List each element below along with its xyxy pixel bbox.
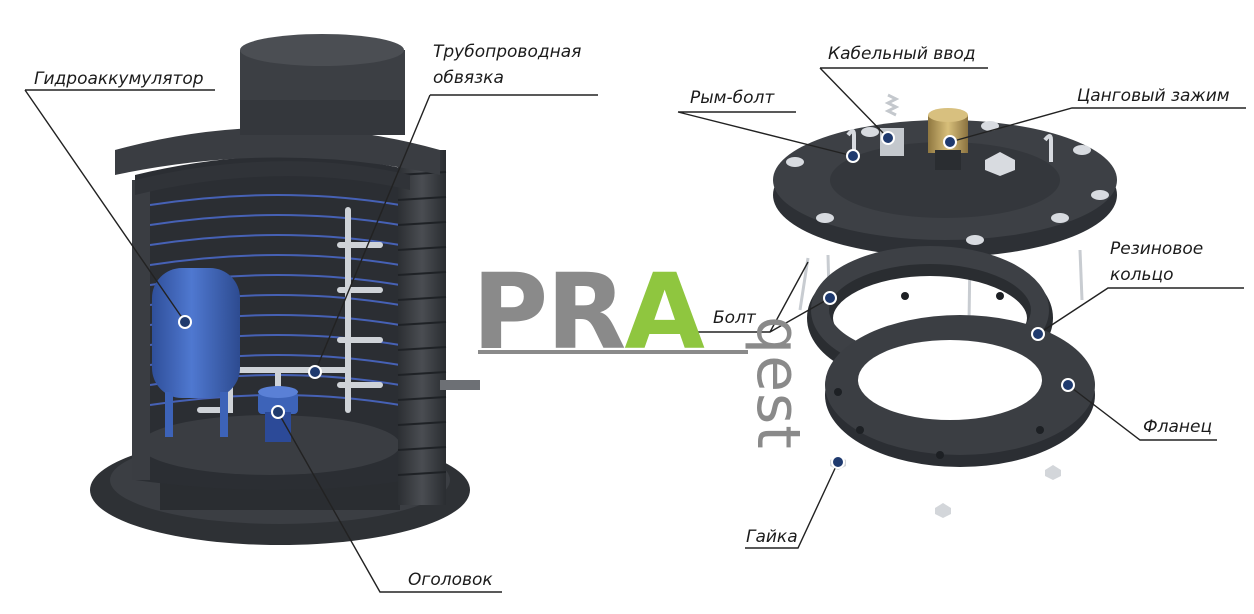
callout-nut [745, 461, 839, 549]
label-pipework-line1: Трубопроводная [433, 42, 582, 62]
caisson-floor [140, 415, 400, 475]
caisson-back-wall [135, 156, 410, 490]
watermark-bar [478, 350, 748, 354]
label-nut: Гайка [746, 527, 798, 547]
caisson-side-wall [397, 150, 447, 505]
callout-collet [949, 107, 1246, 143]
watermark-suffix: qest [743, 316, 813, 450]
callout-cable-entry [819, 67, 988, 139]
flange-part [825, 292, 1095, 467]
callout-flange [1067, 384, 1217, 441]
accumulator-tank [152, 268, 240, 437]
callout-bolt [698, 261, 831, 333]
wellhead-illustration [773, 93, 1117, 518]
label-wellhead: Оголовок [408, 570, 493, 590]
watermark-letters: PR [472, 251, 626, 373]
label-cable-entry: Кабельный ввод [828, 44, 976, 64]
label-flange: Фланец [1143, 417, 1213, 437]
caisson-lid [115, 127, 440, 175]
callout-wellhead [277, 411, 502, 593]
callout-eyebolt [677, 111, 854, 157]
callout-accumulator [24, 89, 215, 323]
callout-lines [24, 67, 1246, 593]
label-eyebolt: Рым-болт [690, 88, 775, 108]
watermark-letter-a: A [624, 251, 704, 373]
label-rubber-ring: Резиновое кольцо [1110, 239, 1204, 285]
label-bolt: Болт [713, 308, 756, 328]
callout-rubber-ring [1037, 287, 1244, 335]
caisson-illustration [90, 34, 480, 545]
eyebolt-part [846, 129, 856, 160]
callout-dots [178, 131, 1075, 469]
label-pipework-line2: обвязка [433, 68, 504, 88]
label-accumulator: Гидроаккумулятор [34, 69, 204, 89]
label-collet-clamp: Цанговый зажим [1077, 86, 1230, 106]
callout-pipework [314, 94, 598, 373]
watermark-logo: PRA [472, 260, 705, 364]
